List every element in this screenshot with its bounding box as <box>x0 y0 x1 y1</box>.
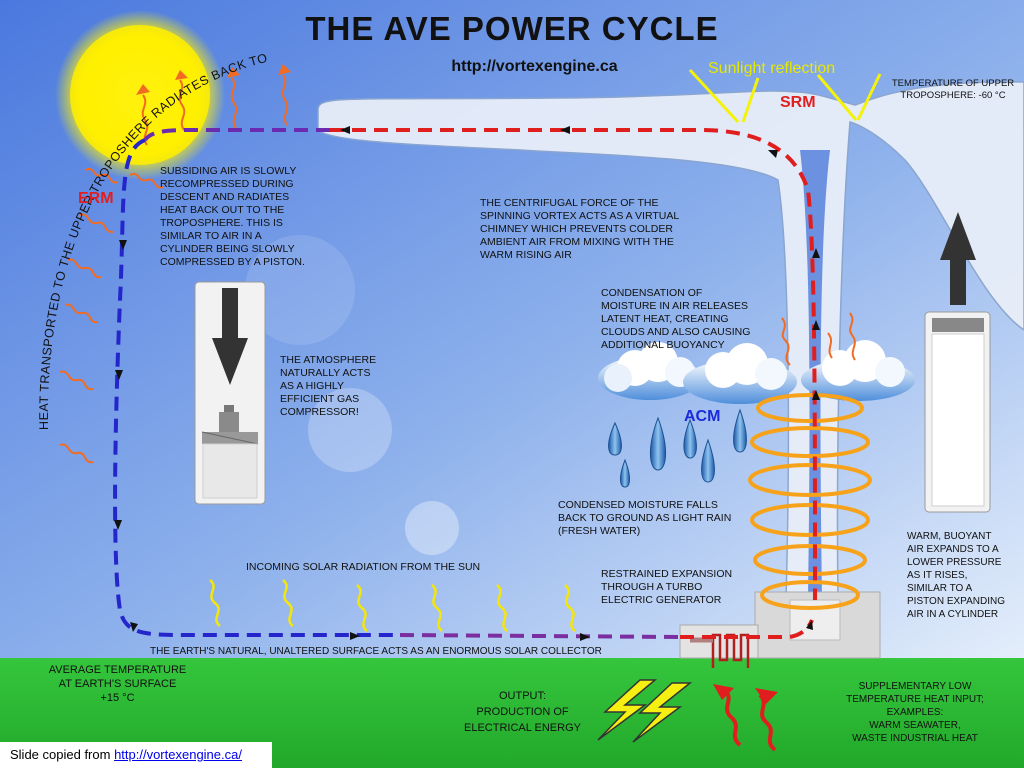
footer-link[interactable]: http://vortexengine.ca/ <box>114 747 242 762</box>
surface-collector-label: THE EARTH'S NATURAL, UNALTERED SURFACE A… <box>150 646 602 657</box>
subsiding-air-label: SUBSIDING AIR IS SLOWLY RECOMPRESSED DUR… <box>160 165 305 268</box>
cycle-path-cold <box>113 128 681 639</box>
turbo-label: RESTRAINED EXPANSION THROUGH A TURBO ELE… <box>601 568 733 606</box>
supplementary-heat-label: SUPPLEMENTARY LOW TEMPERATURE HEAT INPUT… <box>846 681 984 744</box>
piston-expander <box>924 212 991 513</box>
average-temperature-label: AVERAGE TEMPERATURE AT EARTH'S SURFACE +… <box>48 664 187 704</box>
vortex-funnel <box>317 81 1024 601</box>
compressor-label: THE ATMOSPHERE NATURALLY ACTS AS A HIGHL… <box>280 354 377 418</box>
lightning-icon <box>597 679 693 743</box>
supplementary-heat-arrowheads <box>713 684 778 704</box>
srm-tag: SRM <box>780 94 816 111</box>
centrifugal-label: THE CENTRIFUGAL FORCE OF THE SPINNING VO… <box>480 197 680 261</box>
incoming-solar-label: INCOMING SOLAR RADIATION FROM THE SUN <box>246 561 481 573</box>
footer-prefix: Slide copied from <box>10 747 115 762</box>
erm-tag: ERM <box>78 190 114 207</box>
bubble <box>308 388 392 472</box>
bubble <box>245 235 355 345</box>
cycle-arrowheads <box>114 126 820 641</box>
vortex-swirl <box>748 393 872 610</box>
page-title: THE AVE POWER CYCLE <box>305 10 719 47</box>
rain-drops <box>608 408 747 488</box>
solar-radiation-arrows <box>209 579 576 632</box>
sunlight-reflection-lines <box>688 68 882 124</box>
bubble <box>405 501 459 555</box>
upper-temperature-label: TEMPERATURE OF UPPER TROPOSPHERE: -60 °C <box>891 78 1015 101</box>
supplementary-heat-arrows <box>723 688 777 752</box>
sunlight-reflection-label: Sunlight reflection <box>708 60 836 77</box>
output-label: OUTPUT: PRODUCTION OF ELECTRICAL ENERGY <box>464 690 581 734</box>
latent-heat-arrows <box>781 312 856 366</box>
footer-credit: Slide copied from http://vortexengine.ca… <box>0 742 272 768</box>
source-url: http://vortexengine.ca <box>451 58 618 75</box>
condensation-label: CONDENSATION OF MOISTURE IN AIR RELEASES… <box>601 287 751 351</box>
acm-tag: ACM <box>684 408 721 425</box>
piston-compressor <box>194 281 266 505</box>
rain-label: CONDENSED MOISTURE FALLS BACK TO GROUND … <box>558 499 732 537</box>
buoyant-air-label: WARM, BUOYANT AIR EXPANDS TO A LOWER PRE… <box>907 531 1005 620</box>
clouds <box>598 340 915 404</box>
radiation-arrow-heads <box>136 64 291 95</box>
